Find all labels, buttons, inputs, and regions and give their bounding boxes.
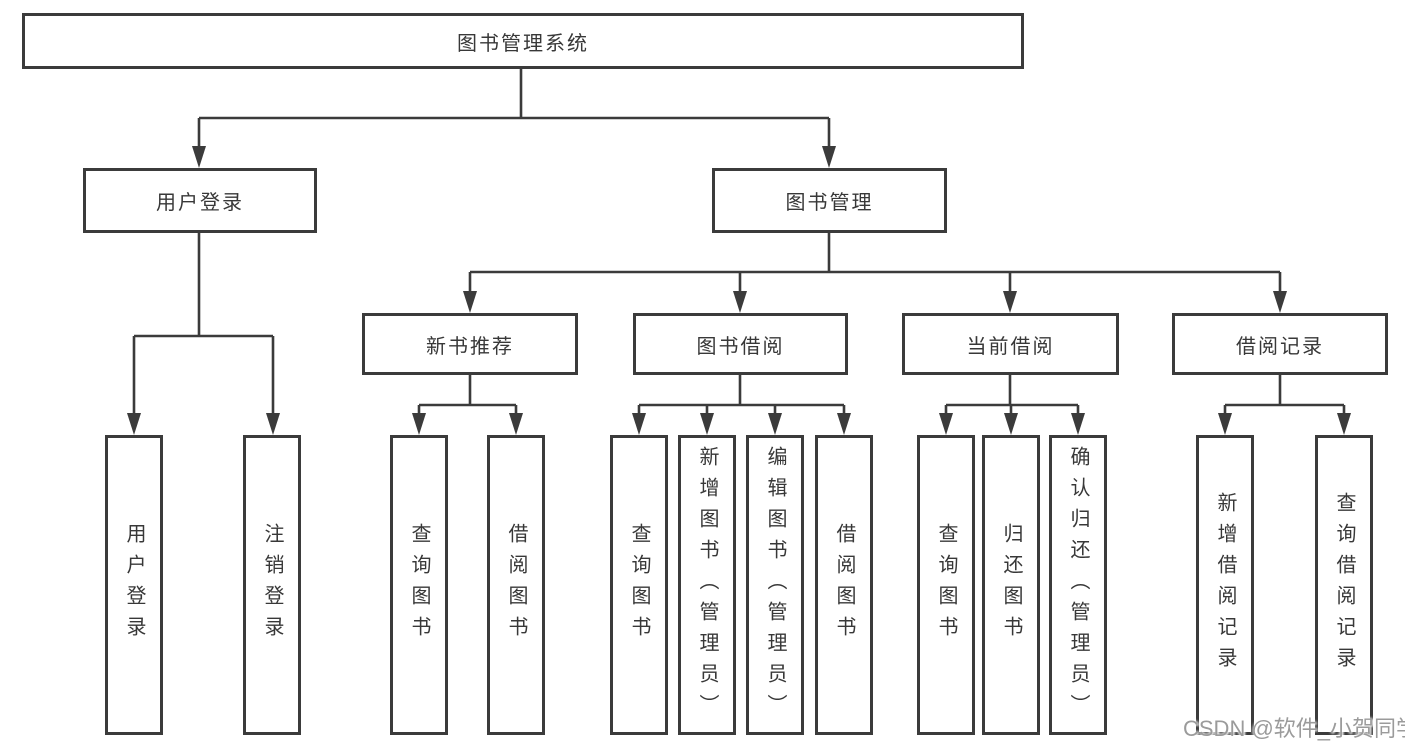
node-book-borrowing-label: 图书借阅 [696,335,785,358]
node-borrowing-records-label: 借阅记录 [1236,335,1324,358]
node-root: 图书管理系统 [22,13,1024,69]
leaf-borrow-books-label: 借阅图书 [833,523,855,647]
leaf-query-borrow-record: 查询借阅记录 [1315,435,1373,735]
arrow-down-icon [266,413,280,435]
arrow-down-icon [837,413,851,435]
arrow-down-icon [1337,413,1351,435]
node-new-book-recommend-label: 新书推荐 [426,335,514,358]
arrow-down-icon [463,291,477,313]
arrow-down-icon [127,413,141,435]
arrow-down-icon [1218,413,1232,435]
leaf-borrow-books-recommend-label: 借阅图书 [505,523,527,647]
leaf-borrow-books-recommend: 借阅图书 [487,435,545,735]
leaf-query-books-recommend-label: 查询图书 [408,523,430,647]
leaf-logout-label: 注销登录 [261,523,283,647]
node-root-label: 图书管理系统 [457,32,589,55]
leaf-add-borrow-record: 新增借阅记录 [1196,435,1254,735]
leaf-query-books-borrowing-label: 查询图书 [628,523,650,647]
node-user-login: 用户登录 [83,168,317,233]
leaf-query-books-borrowing: 查询图书 [610,435,668,735]
leaf-query-books-current-label: 查询图书 [935,523,957,647]
arrow-down-icon [1071,413,1085,435]
arrow-down-icon [509,413,523,435]
arrow-down-icon [1273,291,1287,313]
node-current-borrowing: 当前借阅 [902,313,1119,375]
arrow-down-icon [1004,413,1018,435]
arrow-down-icon [632,413,646,435]
node-book-management-label: 图书管理 [785,192,874,214]
arrow-down-icon [733,291,747,313]
leaf-add-borrow-record-label: 新增借阅记录 [1214,492,1236,678]
leaf-user-login-label: 用户登录 [123,523,145,647]
node-book-borrowing: 图书借阅 [633,313,848,375]
leaf-edit-books-admin: 编辑图书（管理员） [746,435,804,735]
arrow-down-icon [192,146,206,168]
leaf-add-books-admin: 新增图书（管理员） [678,435,736,735]
arrow-down-icon [939,413,953,435]
node-current-borrowing-label: 当前借阅 [966,335,1055,358]
leaf-query-borrow-record-label: 查询借阅记录 [1333,492,1355,678]
leaf-query-books-current: 查询图书 [917,435,975,735]
arrow-down-icon [768,413,782,435]
tree-branch-lines [132,68,1346,415]
arrow-down-icon [700,413,714,435]
arrow-down-icon [822,146,836,168]
leaf-query-books-recommend: 查询图书 [390,435,448,735]
node-book-management: 图书管理 [712,168,947,233]
leaf-edit-books-admin-label: 编辑图书（管理员） [764,445,786,725]
arrow-down-icon [412,413,426,435]
leaf-logout: 注销登录 [243,435,301,735]
leaf-add-books-admin-label: 新增图书（管理员） [696,445,718,725]
leaf-confirm-return-admin: 确认归还（管理员） [1049,435,1107,735]
leaf-return-books-label: 归还图书 [1000,523,1022,647]
arrow-down-icon [1003,291,1017,313]
node-user-login-label: 用户登录 [156,192,244,214]
csdn-watermark: CSDN @软件_小贺同学 [1183,716,1405,741]
leaf-return-books: 归还图书 [982,435,1040,735]
leaf-borrow-books: 借阅图书 [815,435,873,735]
node-borrowing-records: 借阅记录 [1172,313,1388,375]
node-new-book-recommend: 新书推荐 [362,313,578,375]
leaf-user-login: 用户登录 [105,435,163,735]
leaf-confirm-return-admin-label: 确认归还（管理员） [1067,445,1089,725]
